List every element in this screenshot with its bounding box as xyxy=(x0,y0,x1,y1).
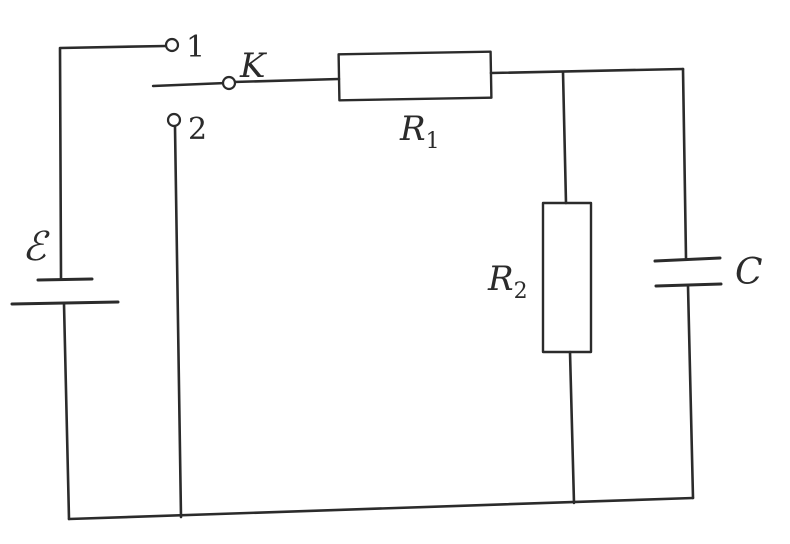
terminal-2-contact xyxy=(166,112,182,128)
battery xyxy=(10,277,120,306)
wire-r1-to-top-right xyxy=(489,67,685,75)
resistor-r2-label: R2 xyxy=(487,259,528,304)
resistor-r1-label: R1 xyxy=(399,109,440,154)
switch-k-label: K xyxy=(239,46,268,86)
capacitor-label: C xyxy=(735,252,763,293)
emf-label: ℰ xyxy=(22,224,50,270)
resistor-r2 xyxy=(541,201,593,354)
resistor-r2-letter: R xyxy=(487,259,514,299)
battery-negative-plate xyxy=(10,300,120,306)
terminal-2-label: 2 xyxy=(188,112,207,147)
battery-positive-plate xyxy=(36,277,94,282)
labels: ℰ 1 2 K R1 R2 C xyxy=(22,30,763,304)
wire-r2-to-bottom xyxy=(568,350,576,505)
wires xyxy=(58,44,695,521)
resistor-r1 xyxy=(337,50,493,102)
wire-battery-to-bottom xyxy=(62,302,71,521)
terminal-1-contact xyxy=(164,37,180,53)
resistor-r2-subscript: 2 xyxy=(514,279,528,304)
wire-right-to-capacitor xyxy=(681,67,688,260)
wire-terminal1-to-battery xyxy=(58,44,168,280)
switch-pivot-terminal xyxy=(221,75,237,91)
wire-capacitor-to-bottom xyxy=(686,284,695,500)
wire-junction-to-r2 xyxy=(561,70,568,205)
wire-switch-to-r1 xyxy=(231,77,341,84)
terminal-1-label: 1 xyxy=(186,30,205,65)
capacitor xyxy=(653,256,723,288)
wire-bottom-rail xyxy=(67,496,695,521)
resistor-r1-subscript: 1 xyxy=(426,129,440,154)
wire-terminal2-to-bottom xyxy=(173,125,183,519)
switch-blade xyxy=(151,81,228,88)
capacitor-bottom-plate xyxy=(654,282,723,288)
resistor-r1-letter: R xyxy=(399,109,426,149)
capacitor-top-plate xyxy=(653,256,722,263)
switch-k xyxy=(151,37,237,128)
